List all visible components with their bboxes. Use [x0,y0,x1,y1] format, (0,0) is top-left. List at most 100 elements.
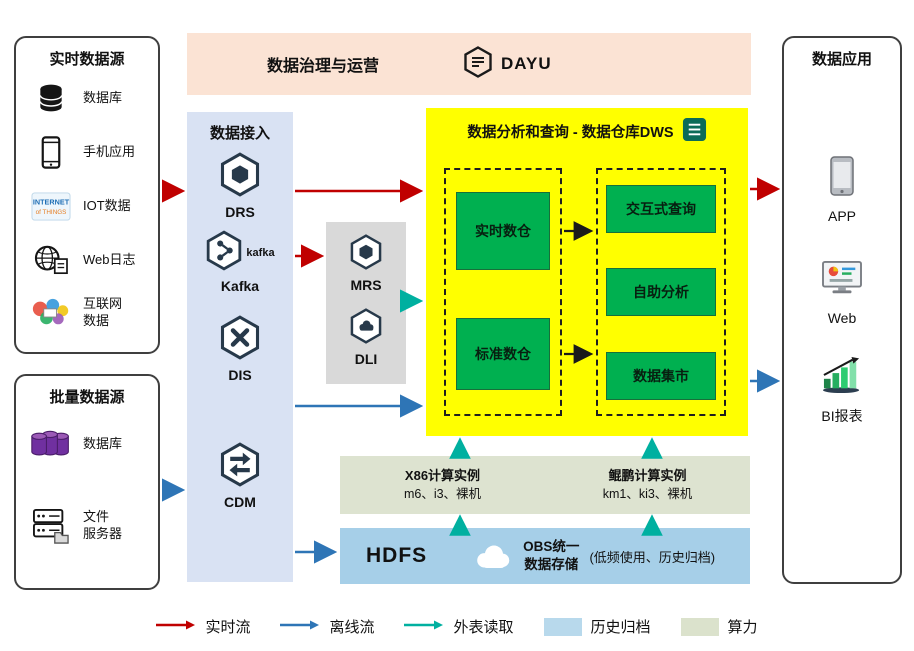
database-icon [28,82,74,114]
service-label: MRS [350,277,382,293]
source-label: IOT数据 [83,198,131,214]
realtime-arrow-icon [156,618,196,635]
x86-models: m6、i3、裸机 [403,487,482,502]
source-label: 数据库 [83,89,123,105]
service-label: DIS [228,367,252,383]
app-label: BI报表 [821,408,863,424]
capability-group [596,168,726,416]
dayu-icon [463,45,493,83]
kunpeng-models: km1、ki3、裸机 [602,487,693,502]
applications-panel: 数据应用 APP [782,36,902,584]
history-archive-swatch [543,617,582,636]
web-log-icon [28,244,74,276]
interactive-query-box: 交互式查询 [606,185,716,233]
service-label: DRS [225,204,255,220]
source-label: 手机应用 [83,144,136,160]
svg-text:INTERNET: INTERNET [33,198,70,207]
source-database: 数据库 [28,82,122,114]
compute-power-swatch [680,617,719,636]
legend: 实时流 离线流 外表读取 历史归档 算力 [0,616,914,637]
service-dli: DLI [326,308,406,367]
svg-text:of THINGS: of THINGS [36,209,67,216]
file-server-icon [28,508,74,544]
service-mrs: MRS [326,234,406,293]
service-label: Kafka [220,278,260,294]
drs-icon [219,152,261,202]
source-mobile-app: 手机应用 [28,136,135,169]
bi-chart-icon [820,356,864,399]
kunpeng-title: 鲲鹏计算实例 [608,467,687,483]
legend-label: 实时流 [205,619,251,636]
realtime-sources-panel: 实时数据源 数据库 手机应用 [14,36,160,354]
source-label: 互联网 数据 [83,296,123,328]
applications-title: 数据应用 [811,51,872,68]
app-label: Web [827,310,857,326]
legend-realtime-flow: 实时流 [156,616,250,637]
source-web-log: Web日志 [28,244,136,276]
dli-icon [349,308,383,349]
batch-sources-title: 批量数据源 [49,389,125,406]
source-iot: INTERNET of THINGS IOT数据 [28,192,131,221]
legend-external-read: 外表读取 [404,616,514,637]
governance-title: 数据治理与运营 [267,58,380,75]
self-service-analysis-box: 自助分析 [606,268,716,316]
ingestion-title: 数据接入 [209,125,270,142]
dws-panel: 数据分析和查询 - 数据仓库DWS 实时数仓 标准数仓 交互式查询 自助分析 数… [426,108,748,436]
source-file-server: 文件 服务器 [28,508,122,544]
web-monitor-icon [820,260,864,303]
obs-cloud-icon [471,541,515,572]
obs-label: OBS统一 数据存储 [523,539,580,572]
service-kafka: kafka Kafka [187,230,293,294]
source-internet-data: 互联网 数据 [28,296,122,330]
cdm-icon [219,442,261,492]
dis-icon [219,315,261,365]
source-label: 数据库 [83,436,123,452]
service-dis: DIS [187,315,293,383]
service-label: CDM [224,494,256,510]
data-mart-box: 数据集市 [606,352,716,400]
standard-warehouse-box: 标准数仓 [456,318,550,390]
service-cdm: CDM [187,442,293,510]
governance-banner: 数据治理与运营 DAYU [187,33,751,95]
kunpeng-compute: 鲲鹏计算实例 km1、ki3、裸机 [545,456,750,514]
external-read-arrow-icon [404,618,444,635]
database-stack-icon [28,428,74,461]
app-label: APP [827,208,856,224]
compute-panel: X86计算实例 m6、i3、裸机 鲲鹏计算实例 km1、ki3、裸机 [340,456,750,514]
app-phone-icon [829,156,855,201]
source-label: Web日志 [83,251,136,267]
storage-note: (低频使用、历史归档) [589,549,716,565]
storage-panel: HDFS OBS统一 数据存储 (低频使用、历史归档) [340,528,750,584]
hdfs-label: HDFS [366,544,428,567]
service-label: DLI [354,351,378,367]
source-label: 文件 服务器 [83,509,123,541]
batch-sources-panel: 批量数据源 数据库 [14,374,160,590]
dayu-logo: DAYU [463,45,552,83]
analytics-services-panel: MRS DLI [326,222,406,384]
app-item-app: APP [784,156,900,224]
mrs-icon [349,234,383,275]
kafka-wordmark: kafka [246,247,275,259]
warehouse-group [444,168,562,416]
dayu-wordmark: DAYU [501,54,552,73]
ingestion-panel: 数据接入 DRS [187,112,293,582]
realtime-warehouse-box: 实时数仓 [456,192,550,270]
offline-arrow-icon [280,618,320,635]
legend-history-archive: 历史归档 [543,616,651,637]
legend-compute-power: 算力 [680,616,758,637]
service-drs: DRS [187,152,293,220]
dws-icon [682,117,707,146]
legend-label: 算力 [727,619,758,636]
legend-label: 外表读取 [453,619,514,636]
x86-title: X86计算实例 [404,467,481,483]
x86-compute: X86计算实例 m6、i3、裸机 [340,456,545,514]
source-batch-database: 数据库 [28,428,122,461]
legend-label: 历史归档 [590,619,651,636]
legend-label: 离线流 [329,619,375,636]
internet-data-icon [28,298,74,327]
app-item-web: Web [784,260,900,326]
realtime-sources-title: 实时数据源 [49,51,125,68]
legend-offline-flow: 离线流 [280,616,374,637]
mobile-phone-icon [28,136,74,169]
